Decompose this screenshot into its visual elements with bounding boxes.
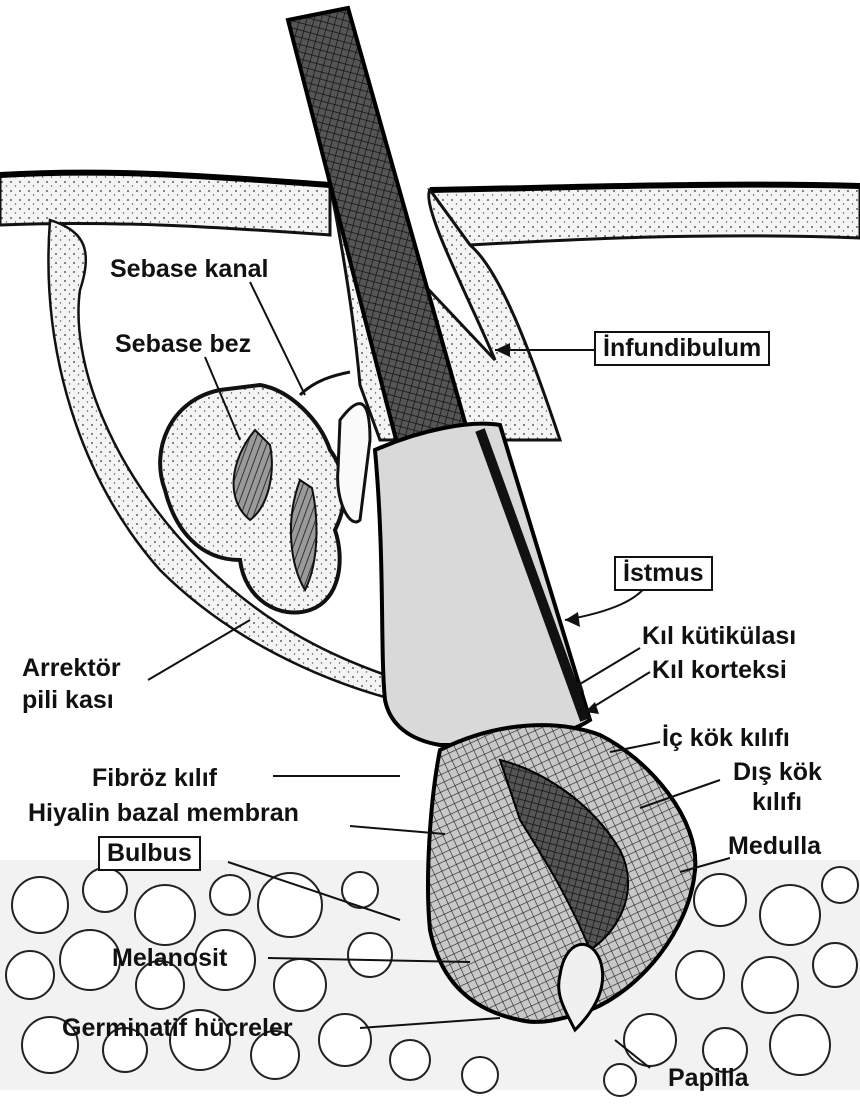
- label-arrektor-line2: pili kası: [22, 688, 114, 713]
- label-fibroz-kilif: Fibröz kılıf: [92, 766, 217, 791]
- follicle-lower-body: [375, 424, 590, 745]
- label-sebase-bez: Sebase bez: [115, 332, 251, 357]
- label-arrektor-line1: Arrektör: [22, 656, 121, 681]
- label-kil-kutikulasi: Kıl kütikülası: [642, 624, 796, 649]
- label-istmus: İstmus: [614, 556, 713, 591]
- label-kil-korteksi: Kıl korteksi: [652, 658, 787, 683]
- label-papilla: Papilla: [668, 1066, 749, 1091]
- label-hiyalin-bazal-membran: Hiyalin bazal membran: [28, 801, 299, 826]
- label-medulla: Medulla: [728, 834, 821, 859]
- label-dis-kok-line2: kılıfı: [752, 790, 802, 815]
- label-infundibulum: İnfundibulum: [594, 331, 770, 366]
- label-germinatif-hucreler: Germinatif hücreler: [62, 1016, 293, 1041]
- label-dis-kok-line1: Dış kök: [733, 760, 822, 785]
- label-melanosit: Melanosit: [112, 946, 227, 971]
- label-bulbus: Bulbus: [98, 836, 201, 871]
- label-ic-kok-kilifi: İç kök kılıfı: [662, 726, 790, 751]
- label-sebase-kanal: Sebase kanal: [110, 257, 268, 282]
